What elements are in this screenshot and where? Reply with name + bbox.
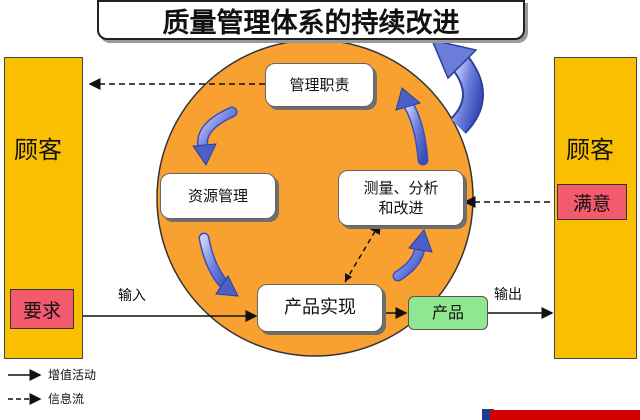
measure-line2: 和改进 [378,199,424,217]
continuous-improvement-arrow [430,38,484,134]
output-label: 输出 [494,287,522,303]
info-flow-realization-measure [344,221,381,283]
requirement-box: 要求 [10,289,74,329]
satisfaction-box: 满意 [557,184,627,220]
product-box: 产品 [408,296,488,330]
legend-value-activity-label: 增值活动 [48,368,97,382]
node-product-realization: 产品实现 [257,284,383,332]
cycle-arrow-management-to-resource [192,106,238,166]
cycle-arrow-measure-to-management [395,87,429,166]
customer-right-label: 顾客 [566,136,614,164]
cycle-arrow-resource-to-realization [198,232,239,297]
diagram-title: 质量管理体系的持续改进 [97,0,525,40]
arrowhead-left [465,198,473,206]
customer-left-label: 顾客 [14,136,62,164]
footer-red-bar [490,410,640,420]
footer-logo-mark [482,409,494,420]
arrowhead-down [345,273,352,282]
measure-line1: 测量、分析 [363,178,439,197]
legend-info-flow-label: 信息流 [48,392,85,406]
input-label: 输入 [118,288,146,304]
node-management-responsibility: 管理职责 [265,63,374,107]
node-measurement-analysis: 测量、分析 和改进 [338,170,464,226]
node-resource-management: 资源管理 [160,173,276,219]
cycle-arrow-realization-to-measure [392,229,433,282]
